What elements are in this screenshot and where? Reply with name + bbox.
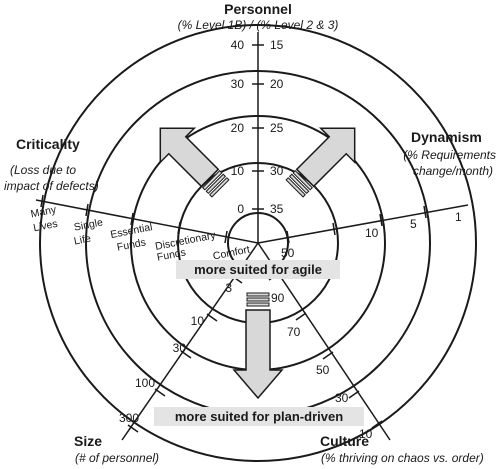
size-title: Size	[74, 433, 102, 449]
personnel-right-tick: 30	[270, 164, 284, 178]
criticality-label-comfort: Comfort	[212, 244, 251, 263]
arrow-up-left-icon	[159, 127, 230, 198]
personnel-right-tick: 15	[270, 38, 284, 52]
axis-dynamism	[257, 204, 469, 244]
culture-subtitle: (% thriving on chaos vs. order)	[321, 451, 484, 465]
personnel-right-tick: 20	[270, 77, 284, 91]
ring-5	[39, 24, 477, 462]
personnel-right-tick: 35	[270, 202, 284, 216]
personnel-left-tick: 30	[231, 77, 245, 91]
personnel-subtitle: (% Level 1B) / (% Level 2 & 3)	[178, 18, 339, 32]
plan-driven-banner: more suited for plan-driven	[175, 409, 343, 424]
arrow-up-right-icon	[285, 127, 356, 198]
dynamism-tick: 5	[410, 217, 417, 231]
dynamism-title: Dynamism	[411, 129, 482, 145]
culture-tick: 90	[271, 291, 285, 305]
dynamism-tick: 1	[455, 210, 462, 224]
size-subtitle: (# of personnel)	[75, 451, 159, 465]
size-tick: 30	[173, 341, 187, 355]
criticality-label-discretionary: Discretionary	[154, 229, 217, 253]
criticality-label-many: Lives	[32, 218, 58, 234]
personnel-left-tick: 40	[231, 38, 245, 52]
dynamism-tick: 50	[281, 246, 295, 260]
culture-tick: 50	[316, 363, 330, 377]
plan-driven-banner-box	[154, 407, 364, 426]
criticality-subtitle: (Loss due to	[10, 163, 76, 177]
criticality-tick-marks	[40, 194, 228, 244]
dynamism-subtitle: change/month)	[413, 164, 493, 178]
personnel-right-tick: 25	[270, 121, 284, 135]
agile-banner-box	[176, 260, 340, 279]
dynamism-tick-marks	[286, 205, 427, 244]
culture-tick: 10	[359, 427, 373, 441]
culture-title: Culture	[320, 433, 369, 449]
culture-tick: 30	[335, 391, 349, 405]
size-tick: 10	[191, 314, 205, 328]
personnel-left-tick: 20	[231, 121, 245, 135]
culture-tick: 70	[287, 325, 301, 339]
personnel-tick-marks	[252, 44, 264, 210]
personnel-title: Personnel	[224, 1, 292, 17]
criticality-label-discretionary: Funds	[156, 246, 187, 263]
criticality-label-many: Many	[30, 204, 58, 221]
dynamism-tick: 10	[365, 226, 379, 240]
axis-criticality	[35, 199, 259, 244]
criticality-label-single: Life	[73, 233, 92, 248]
criticality-title: Criticality	[16, 136, 80, 152]
size-tick: 3	[225, 281, 232, 295]
personnel-left-tick: 10	[231, 164, 245, 178]
criticality-label-essential: Funds	[116, 236, 147, 253]
size-tick: 300	[119, 411, 139, 425]
agile-banner: more suited for agile	[194, 262, 322, 277]
criticality-label-single: Single	[73, 216, 104, 233]
personnel-left-tick: 0	[237, 202, 244, 216]
arrow-down-icon	[232, 292, 284, 400]
criticality-subtitle: impact of defects)	[4, 179, 99, 193]
size-tick: 100	[135, 376, 155, 390]
dynamism-subtitle: (% Requirements	[403, 148, 496, 162]
